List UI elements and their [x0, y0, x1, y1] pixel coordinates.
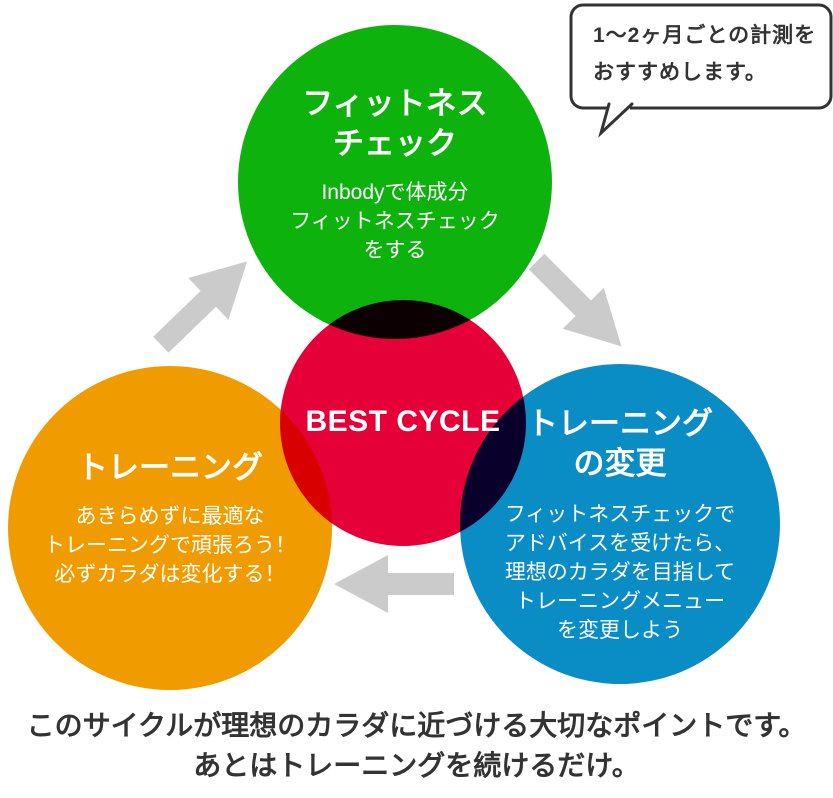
body-line: をする	[363, 239, 427, 262]
training-change-text: トレーニング の変更 フィットネスチェックで アドバイスを受けたら、 理想のカラ…	[460, 404, 780, 645]
fitness-check-circle	[238, 25, 552, 339]
title-line: チェック	[333, 126, 457, 161]
arrow-fitness-to-change-icon	[528, 253, 622, 347]
body-line: 必ずカラダは変化する！	[54, 563, 286, 586]
title-line: の変更	[573, 446, 667, 481]
body-line: Inbodyで体成分	[321, 181, 469, 204]
training-body: あきらめずに最適な トレーニングで頑張ろう！ 必ずカラダは変化する！	[8, 502, 332, 589]
arrow-shape	[528, 253, 622, 347]
training-title: トレーニング	[8, 448, 332, 488]
body-line: を変更しよう	[557, 619, 683, 642]
body-line: フィットネスチェック	[290, 210, 500, 233]
body-line: トレーニングで頑張ろう！	[44, 534, 296, 557]
training-circle	[8, 366, 332, 690]
training-text: トレーニング あきらめずに最適な トレーニングで頑張ろう！ 必ずカラダは変化する…	[8, 448, 332, 589]
caption-line: このサイクルが理想のカラダに近づける大切なポイントです。	[26, 710, 807, 741]
body-line: トレーニングメニュー	[515, 590, 725, 613]
arrow-change-to-training-icon	[334, 555, 454, 613]
caption-line: あとはトレーニングを続けるだけ。	[193, 750, 640, 781]
training-change-title: トレーニング の変更	[460, 404, 780, 484]
body-line: アドバイスを受けたら、	[504, 532, 736, 555]
best-cycle-circle	[280, 300, 526, 546]
title-line: トレーニング	[527, 406, 713, 441]
bubble-line: 1〜2ヶ月ごとの計測を	[593, 24, 817, 47]
title-line: トレーニング	[77, 450, 263, 485]
body-line: 理想のカラダを目指して	[504, 561, 736, 584]
bubble-text: 1〜2ヶ月ごとの計測を おすすめします。	[593, 17, 816, 91]
fitness-check-text: フィットネス チェック Inbodyで体成分 フィットネスチェック をする	[238, 84, 552, 265]
arrow-shape	[153, 261, 248, 353]
arrow-shape	[334, 555, 454, 613]
training-change-body: フィットネスチェックで アドバイスを受けたら、 理想のカラダを目指して トレーニ…	[460, 500, 780, 645]
fitness-check-body: Inbodyで体成分 フィットネスチェック をする	[238, 178, 552, 265]
bubble-box	[569, 3, 833, 110]
bubble-line: おすすめします。	[593, 61, 767, 84]
body-line: あきらめずに最適な	[75, 505, 265, 528]
speech-bubble	[569, 3, 833, 138]
body-line: フィットネスチェックで	[504, 503, 736, 526]
arrow-training-to-fitness-icon	[153, 261, 248, 353]
fitness-check-title: フィットネス チェック	[238, 84, 552, 164]
bottom-caption: このサイクルが理想のカラダに近づける大切なポイントです。 あとはトレーニングを続…	[0, 706, 833, 786]
bubble-tail	[598, 102, 634, 138]
title-line: フィットネス	[302, 86, 488, 121]
best-cycle-label: BEST CYCLE	[305, 405, 501, 438]
